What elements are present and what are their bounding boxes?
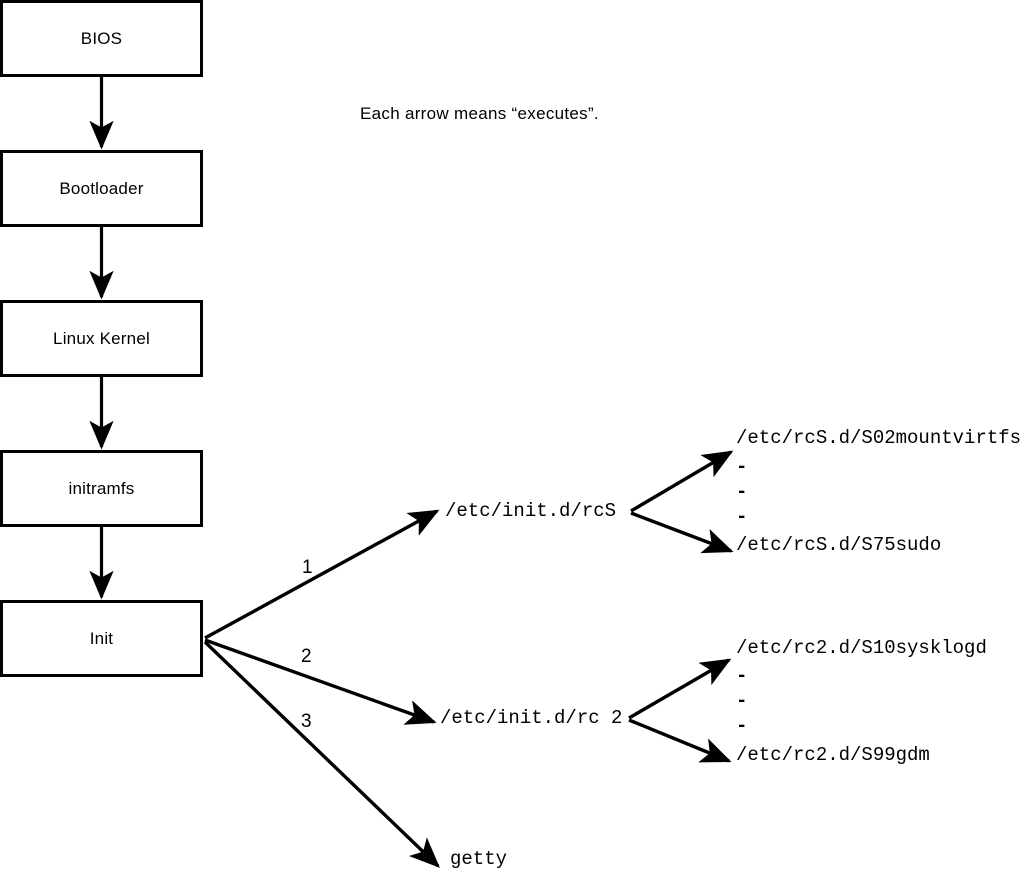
arrow-rc2-to-last bbox=[628, 718, 732, 763]
arrow-rc2-to-first bbox=[628, 658, 732, 720]
rcs-ellipsis-dash-3: - bbox=[736, 506, 748, 528]
label-rcs-last-child: /etc/rcS.d/S75sudo bbox=[736, 534, 942, 556]
rc2-ellipsis-dash-3: - bbox=[736, 715, 748, 737]
arrow-init-to-getty bbox=[203, 640, 440, 868]
label-rcs-first-child: /etc/rcS.d/S02mountvirtfs bbox=[736, 427, 1022, 449]
arrow-rcs-to-last bbox=[630, 511, 734, 554]
rc2-ellipsis-dash-1: - bbox=[736, 665, 748, 687]
box-bootloader[interactable]: Bootloader bbox=[0, 150, 203, 227]
arrow-init-to-rcs bbox=[204, 509, 440, 640]
label-rc2-last-child: /etc/rc2.d/S99gdm bbox=[736, 744, 930, 766]
rcs-ellipsis-dash-1: - bbox=[736, 456, 748, 478]
branch-number-2: 2 bbox=[301, 646, 312, 667]
branch-number-3: 3 bbox=[301, 711, 312, 732]
box-init[interactable]: Init bbox=[0, 600, 203, 677]
arrow-rcs-to-first bbox=[630, 450, 734, 513]
label-rc2-script: /etc/init.d/rc 2 bbox=[440, 707, 623, 729]
box-initramfs[interactable]: initramfs bbox=[0, 450, 203, 527]
box-initramfs-label: initramfs bbox=[68, 478, 135, 498]
label-rcs-script: /etc/init.d/rcS bbox=[445, 500, 617, 522]
label-rc2-first-child: /etc/rc2.d/S10sysklogd bbox=[736, 637, 987, 659]
arrow-init-to-rc2 bbox=[204, 638, 437, 725]
box-linux-kernel[interactable]: Linux Kernel bbox=[0, 300, 203, 377]
box-bios[interactable]: BIOS bbox=[0, 0, 203, 77]
label-getty: getty bbox=[450, 848, 508, 870]
box-init-label: Init bbox=[89, 628, 114, 648]
rcs-ellipsis-dash-2: - bbox=[736, 481, 748, 503]
branch-number-1: 1 bbox=[302, 557, 313, 578]
caption-text: Each arrow means “executes”. bbox=[360, 104, 599, 123]
rc2-ellipsis-dash-2: - bbox=[736, 690, 748, 712]
box-linux-kernel-label: Linux Kernel bbox=[53, 328, 150, 348]
box-bios-label: BIOS bbox=[80, 28, 123, 48]
box-bootloader-label: Bootloader bbox=[59, 178, 144, 198]
